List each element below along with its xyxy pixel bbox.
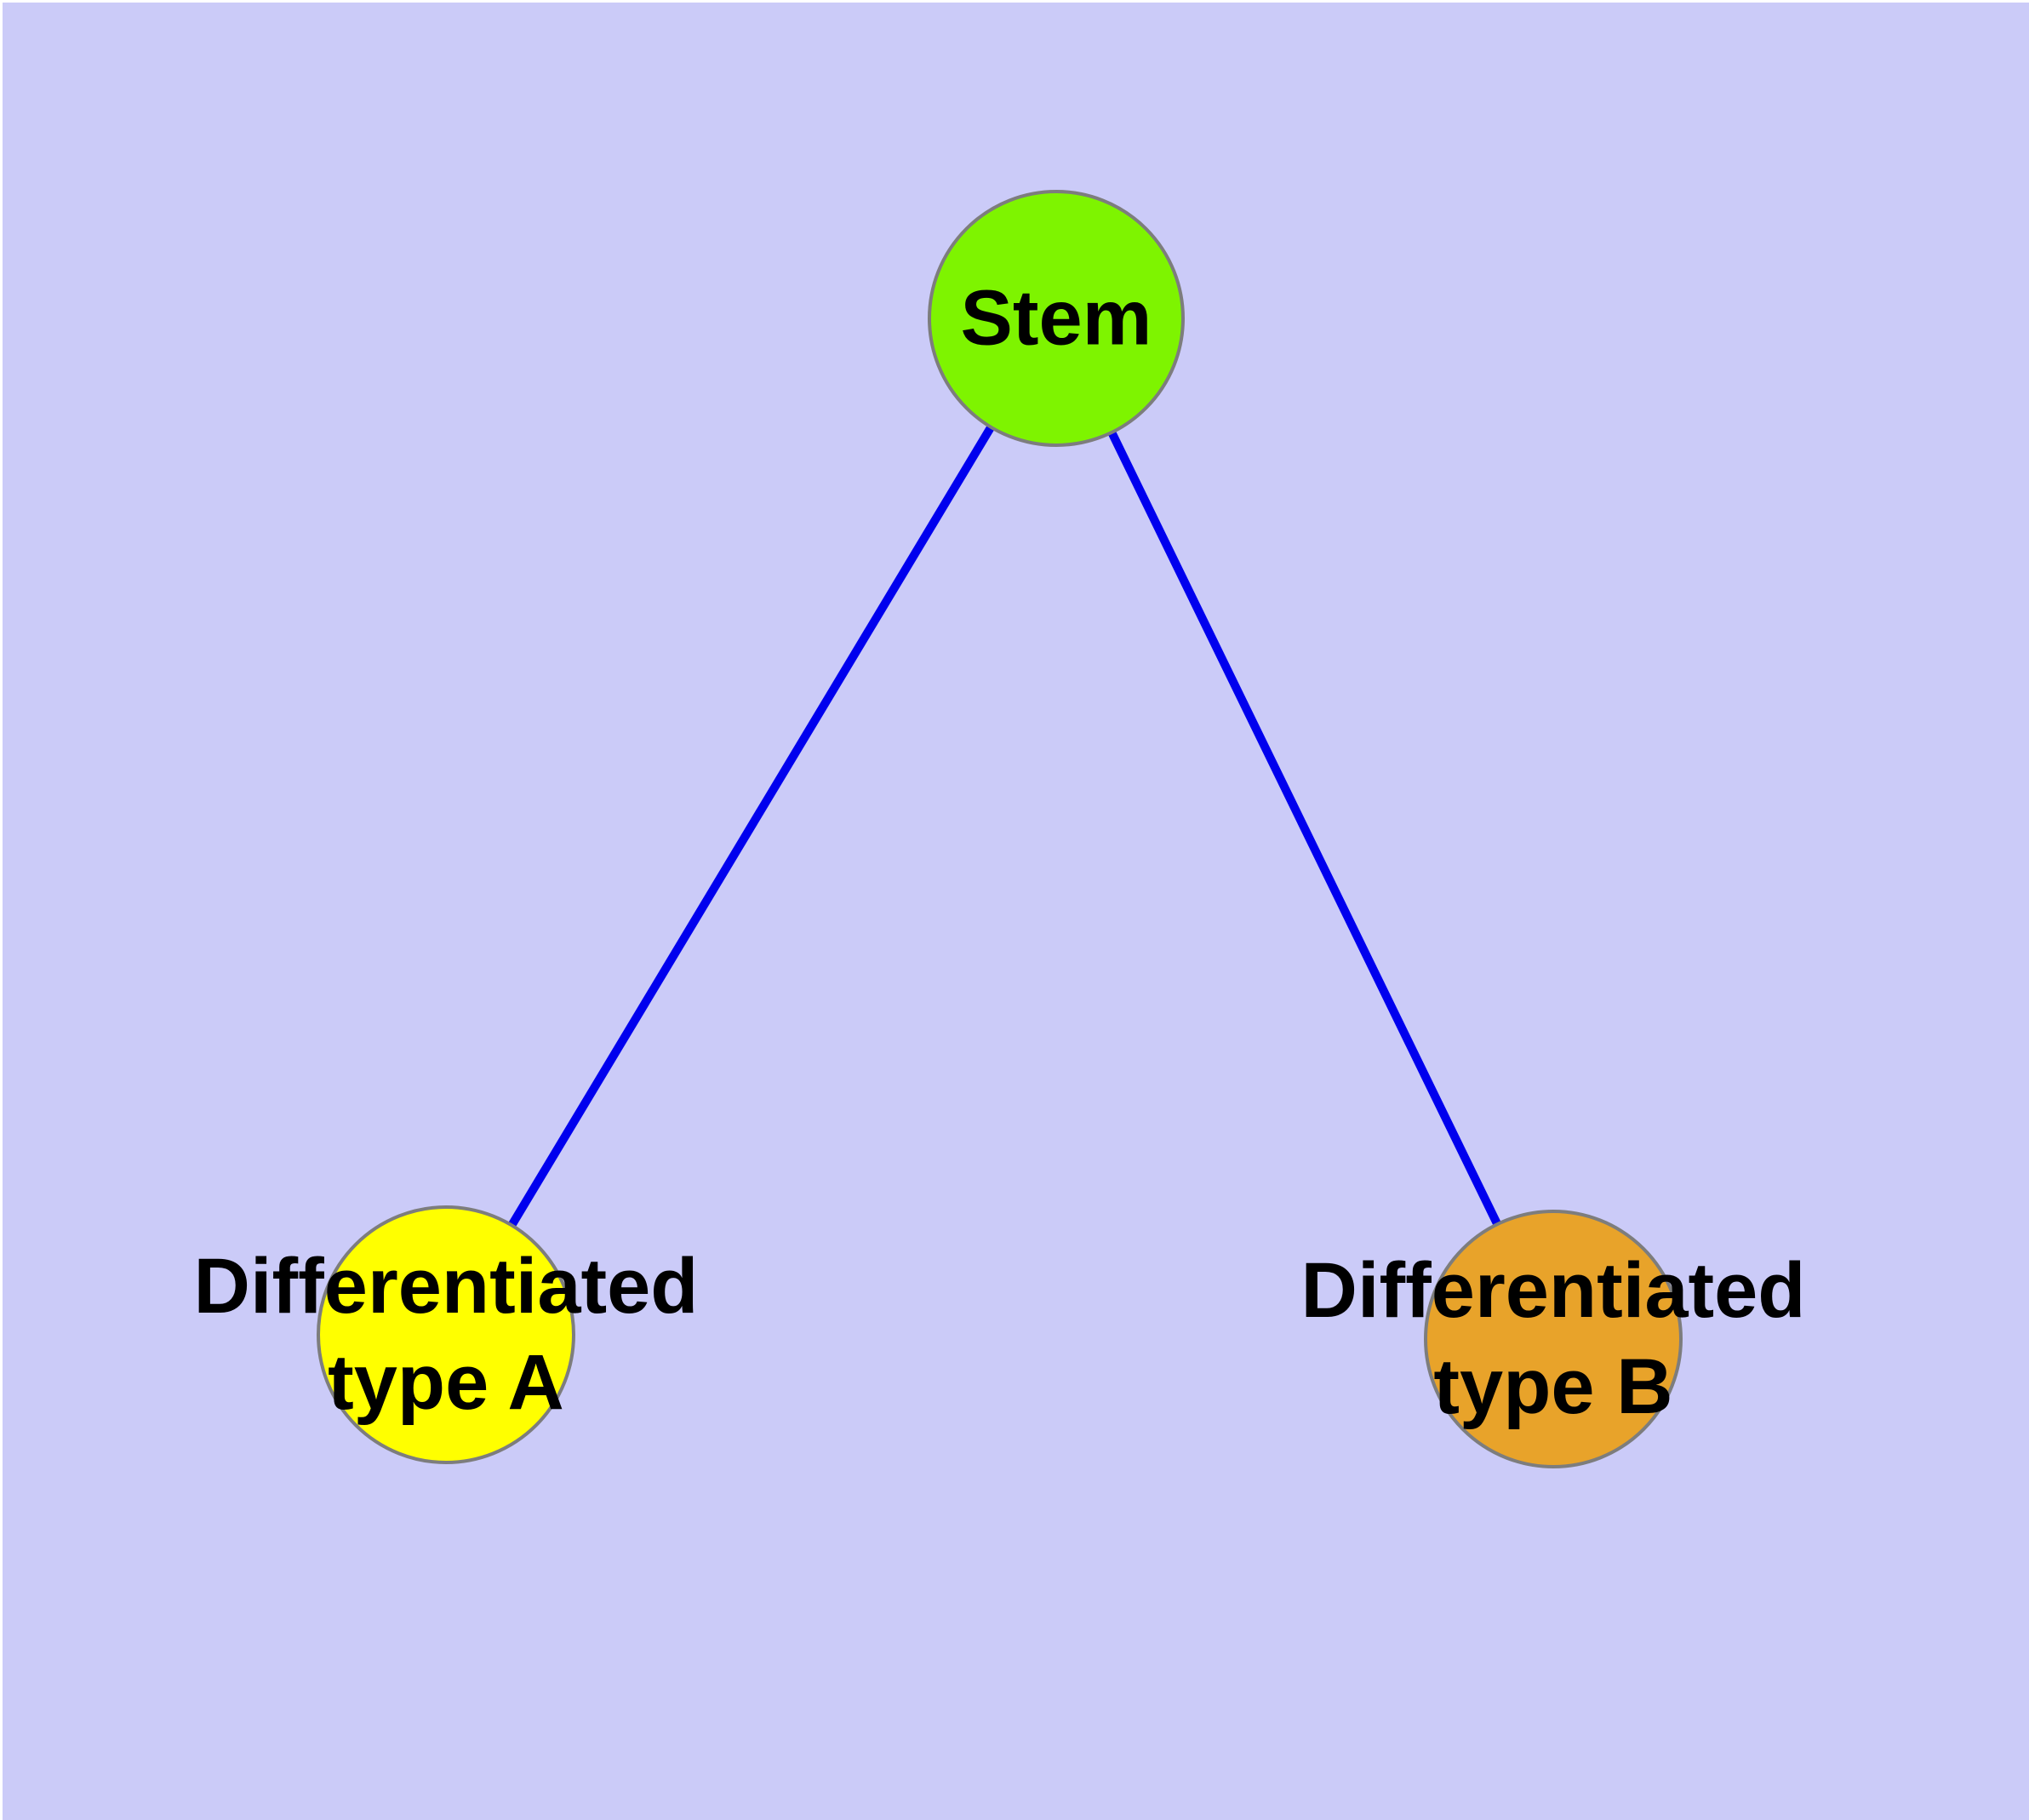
node-differentiated-type-a-label-line-1: Differentiated	[193, 1243, 699, 1330]
node-differentiated-type-b-label: Differentiated type B	[1301, 1243, 1806, 1435]
node-differentiated-type-b-circle	[1424, 1210, 1683, 1468]
edges-layer	[442, 316, 1557, 1342]
node-stem-label: Stem	[961, 271, 1152, 367]
node-differentiated-type-a-circle	[317, 1205, 575, 1464]
node-differentiated-type-b-label-line-1: Differentiated	[1300, 1247, 1806, 1334]
edge-stem-to-type-b	[1052, 316, 1557, 1342]
edge-stem-to-type-a	[442, 316, 1060, 1337]
node-differentiated-type-a-label-line-2: type A	[328, 1339, 564, 1426]
node-stem-label-line: Stem	[960, 274, 1152, 362]
node-differentiated-type-b-label-line-2: type B	[1433, 1343, 1673, 1430]
node-stem-circle	[928, 190, 1185, 447]
graph-canvas: Stem Differentiated type A Differentiate…	[3, 3, 2029, 1820]
node-differentiated-type-a-label: Differentiated type A	[194, 1239, 699, 1431]
